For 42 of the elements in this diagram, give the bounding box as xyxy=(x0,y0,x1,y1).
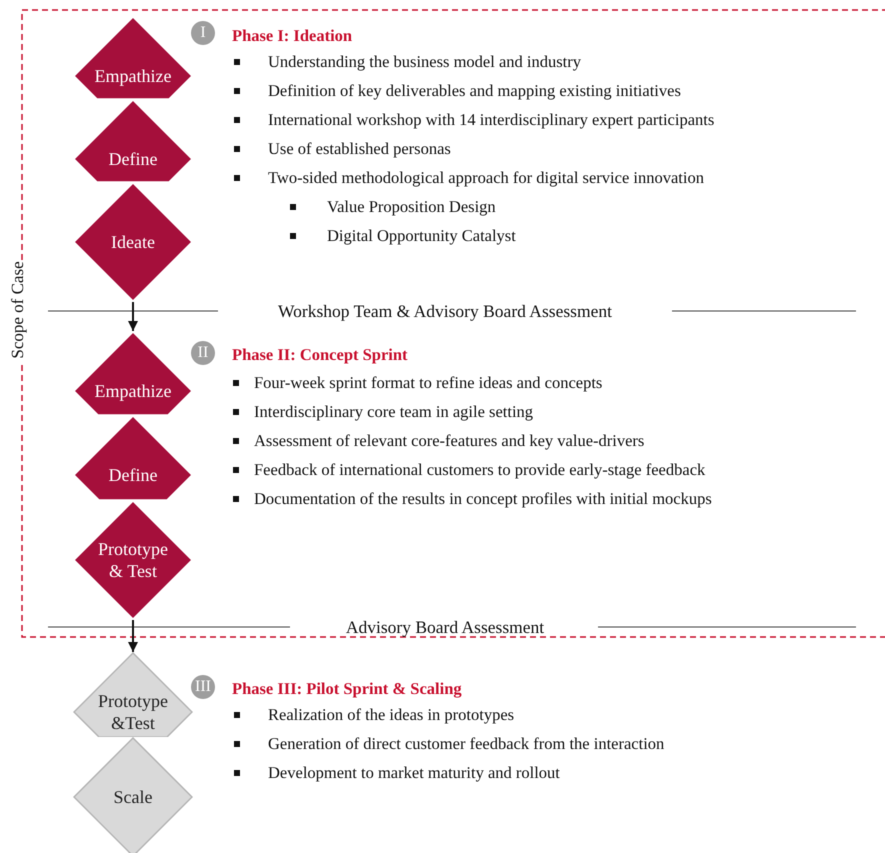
phase-diamond xyxy=(73,415,193,500)
bullet-text: Development to market maturity and rollout xyxy=(268,763,560,783)
phase-diamond xyxy=(73,182,193,302)
arrow xyxy=(128,302,138,331)
bullet-text: Feedback of international customers to provide early-stage feedback xyxy=(254,460,706,480)
assessment-label: Workshop Team & Advisory Board Assessment xyxy=(277,301,613,321)
phase-heading: Phase II: Concept Sprint xyxy=(232,345,408,365)
bullet-text: Value Proposition Design xyxy=(327,197,496,217)
phase-heading: Phase III: Pilot Sprint & Scaling xyxy=(232,679,462,699)
phase-diamond xyxy=(73,652,193,737)
phase-diamond xyxy=(73,99,193,182)
bullet-text: Interdisciplinary core team in agile setting xyxy=(254,402,534,422)
bullet-text: Two-sided methodological approach for digital service innovation xyxy=(268,168,704,188)
bullet-text: Understanding the business model and industry xyxy=(268,52,582,72)
bullet-text: Use of established personas xyxy=(268,139,451,159)
diamond-label: Empathize xyxy=(94,380,172,402)
bullet-text: Four-week sprint format to refine ideas and concepts xyxy=(254,373,602,393)
bullet-text: Definition of key deliverables and mapping existing initiatives xyxy=(268,81,681,101)
bullet-text: International workshop with 14 interdisciplinary expert participants xyxy=(268,110,714,130)
bullet-text: Generation of direct customer feedback from the interaction xyxy=(268,734,664,754)
phase-heading: Phase I: Ideation xyxy=(232,26,352,46)
diamond-label: Prototype & Test xyxy=(97,538,169,582)
diamond-label: Ideate xyxy=(111,230,155,254)
bullet-text: Assessment of relevant core-features and key value-drivers xyxy=(254,431,644,451)
phase-number: II xyxy=(191,341,215,365)
assessment-label: Advisory Board Assessment xyxy=(344,617,546,637)
phase-diamond xyxy=(73,331,193,415)
phase-diamond xyxy=(73,16,193,99)
bullet-text: Realization of the ideas in prototypes xyxy=(268,705,514,725)
arrow xyxy=(128,620,138,652)
diamond-label: Scale xyxy=(114,786,152,808)
bullet-text: Documentation of the results in concept profiles with initial mockups xyxy=(254,489,712,509)
phase-diamond xyxy=(73,737,193,853)
diamond-label: Prototype &Test xyxy=(97,690,169,734)
scope-label: Scope of Case xyxy=(8,260,28,361)
diamond-label: Define xyxy=(108,464,158,486)
phase-number: I xyxy=(191,21,215,45)
phase-diamond xyxy=(73,500,193,620)
bullet-text: Digital Opportunity Catalyst xyxy=(327,226,516,246)
diamond-label: Define xyxy=(108,148,158,170)
phase-number: III xyxy=(191,675,215,699)
diamond-label: Empathize xyxy=(94,64,172,88)
